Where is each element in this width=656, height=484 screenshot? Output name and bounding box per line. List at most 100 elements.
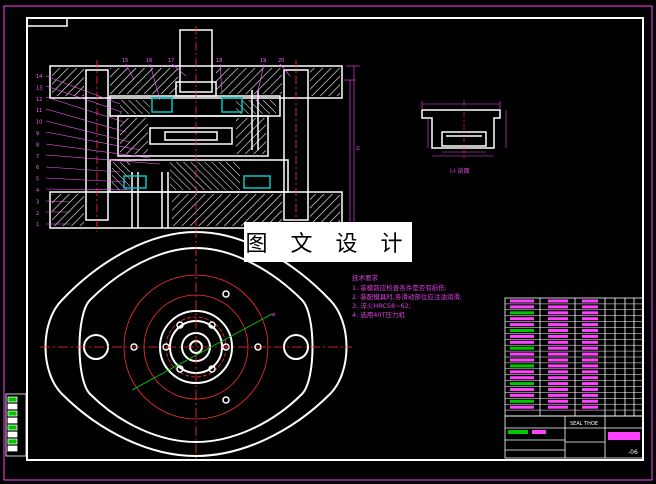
drawing-frame	[26, 17, 644, 461]
parts-list-cell	[510, 370, 534, 374]
parts-list-cell	[510, 329, 534, 332]
part-number-label: 19	[260, 58, 266, 64]
watermark: 图 文 设 计	[244, 222, 412, 262]
parts-list-cell	[510, 340, 534, 344]
parts-list-cell	[582, 393, 598, 397]
parts-list-cell	[510, 376, 534, 380]
margin-legend	[5, 393, 27, 457]
notes-title: 技术要求	[352, 274, 378, 282]
part-number-label: 2	[36, 211, 39, 217]
part-number-label: 9	[36, 131, 39, 137]
parts-list-cell	[510, 393, 534, 397]
part-number-label: 3	[36, 199, 39, 205]
parts-list-cell	[582, 346, 598, 350]
technical-requirements: 技术要求 1. 装模前应检查各件是否有损伤; 2. 装配模具时,各滑动部位应注油…	[352, 274, 502, 320]
parts-list-cell	[510, 346, 534, 350]
part-number-label: 4	[36, 188, 39, 194]
dimension-height: H	[344, 65, 362, 229]
parts-list-cell	[582, 376, 598, 380]
leaders-left	[45, 75, 161, 225]
parts-list-cell	[548, 311, 568, 315]
parts-list-cell	[510, 311, 534, 315]
part-number-label: 6	[36, 165, 39, 171]
parts-list-cell	[582, 323, 598, 327]
parts-list-cell	[548, 376, 568, 380]
parts-list-cell	[510, 405, 534, 409]
part-number-label: 7	[36, 154, 39, 160]
part-number-label: 20	[278, 58, 284, 64]
parts-list-cell	[510, 334, 534, 338]
parts-list-cell	[510, 323, 534, 327]
part-number-label: 16	[146, 58, 152, 64]
section-label: I-I 剖面	[450, 168, 470, 175]
parts-list-cell	[582, 299, 598, 303]
part-number-label: 14	[36, 74, 42, 80]
part-number-label: 17	[168, 58, 174, 64]
parts-list-cell	[548, 393, 568, 397]
section-hatching	[52, 68, 340, 226]
parts-list-cell	[582, 317, 598, 321]
section-centerlines	[96, 26, 297, 236]
note-item: 2. 装配模具时,各滑动部位应注油润滑;	[352, 293, 463, 301]
leaders-top	[125, 63, 291, 101]
parts-list-cell	[548, 340, 568, 344]
parts-list-cell	[548, 399, 568, 403]
parts-list-cell	[510, 382, 534, 386]
parts-list-cell	[548, 388, 568, 391]
plan-diameter-dim: ø	[131, 312, 275, 391]
parts-list-cell	[510, 358, 534, 362]
parts-list-cell	[548, 323, 568, 327]
svg-text:H: H	[356, 146, 362, 150]
note-item: 1. 装模前应检查各件是否有损伤;	[352, 284, 447, 292]
parts-list-cell	[510, 364, 534, 368]
parts-list-cell	[548, 329, 568, 332]
parts-list-cell	[582, 388, 598, 391]
parts-list-cell	[582, 382, 598, 386]
part-number-label: 1	[36, 222, 39, 228]
sheet-number: -06	[628, 449, 638, 456]
parts-list-cell	[548, 346, 568, 350]
parts-list-cell	[510, 317, 534, 321]
title-block	[504, 415, 644, 459]
parts-list-cell	[510, 305, 534, 309]
parts-list-cell	[548, 370, 568, 374]
part-number-label: 11	[36, 108, 42, 114]
parts-list-cell	[510, 352, 534, 356]
sheet-border	[3, 5, 653, 481]
svg-text:ø: ø	[272, 312, 275, 318]
parts-list-cell	[548, 358, 568, 362]
part-number-label: 15	[122, 58, 128, 64]
parts-list-cell	[582, 399, 598, 403]
parts-list-cell	[548, 364, 568, 368]
parts-list-cell	[510, 388, 534, 391]
note-item: 4. 选用40T压力机	[352, 311, 406, 319]
parts-list-cells	[510, 299, 598, 409]
title-block-text: SEAL THOE	[570, 421, 599, 427]
workpiece-view	[421, 109, 501, 149]
frame-tag	[26, 17, 68, 27]
part-numbers-top: 15 16 17 18 19 20	[122, 58, 284, 64]
parts-list-cell	[582, 311, 598, 315]
parts-list-cell	[510, 399, 534, 403]
parts-list-cell	[510, 299, 534, 303]
part-number-label: 10	[36, 120, 42, 126]
parts-list-cell	[582, 405, 598, 409]
part-number-label: 13	[36, 85, 42, 91]
part-number-label: 12	[36, 97, 42, 103]
parts-list-rows	[505, 303, 643, 411]
parts-list-cell	[582, 364, 598, 368]
parts-list-cell	[548, 317, 568, 321]
parts-list-cell	[548, 382, 568, 386]
parts-list-cell	[582, 370, 598, 374]
parts-list-cell	[548, 352, 568, 356]
parts-list-cell	[548, 305, 568, 309]
part-number-label: 5	[36, 177, 39, 183]
parts-list-cell	[548, 405, 568, 409]
part-number-label: 18	[216, 58, 222, 64]
parts-list-cell	[582, 329, 598, 332]
parts-list-cell	[548, 334, 568, 338]
parts-list-cell	[582, 305, 598, 309]
parts-list-cell	[582, 334, 598, 338]
